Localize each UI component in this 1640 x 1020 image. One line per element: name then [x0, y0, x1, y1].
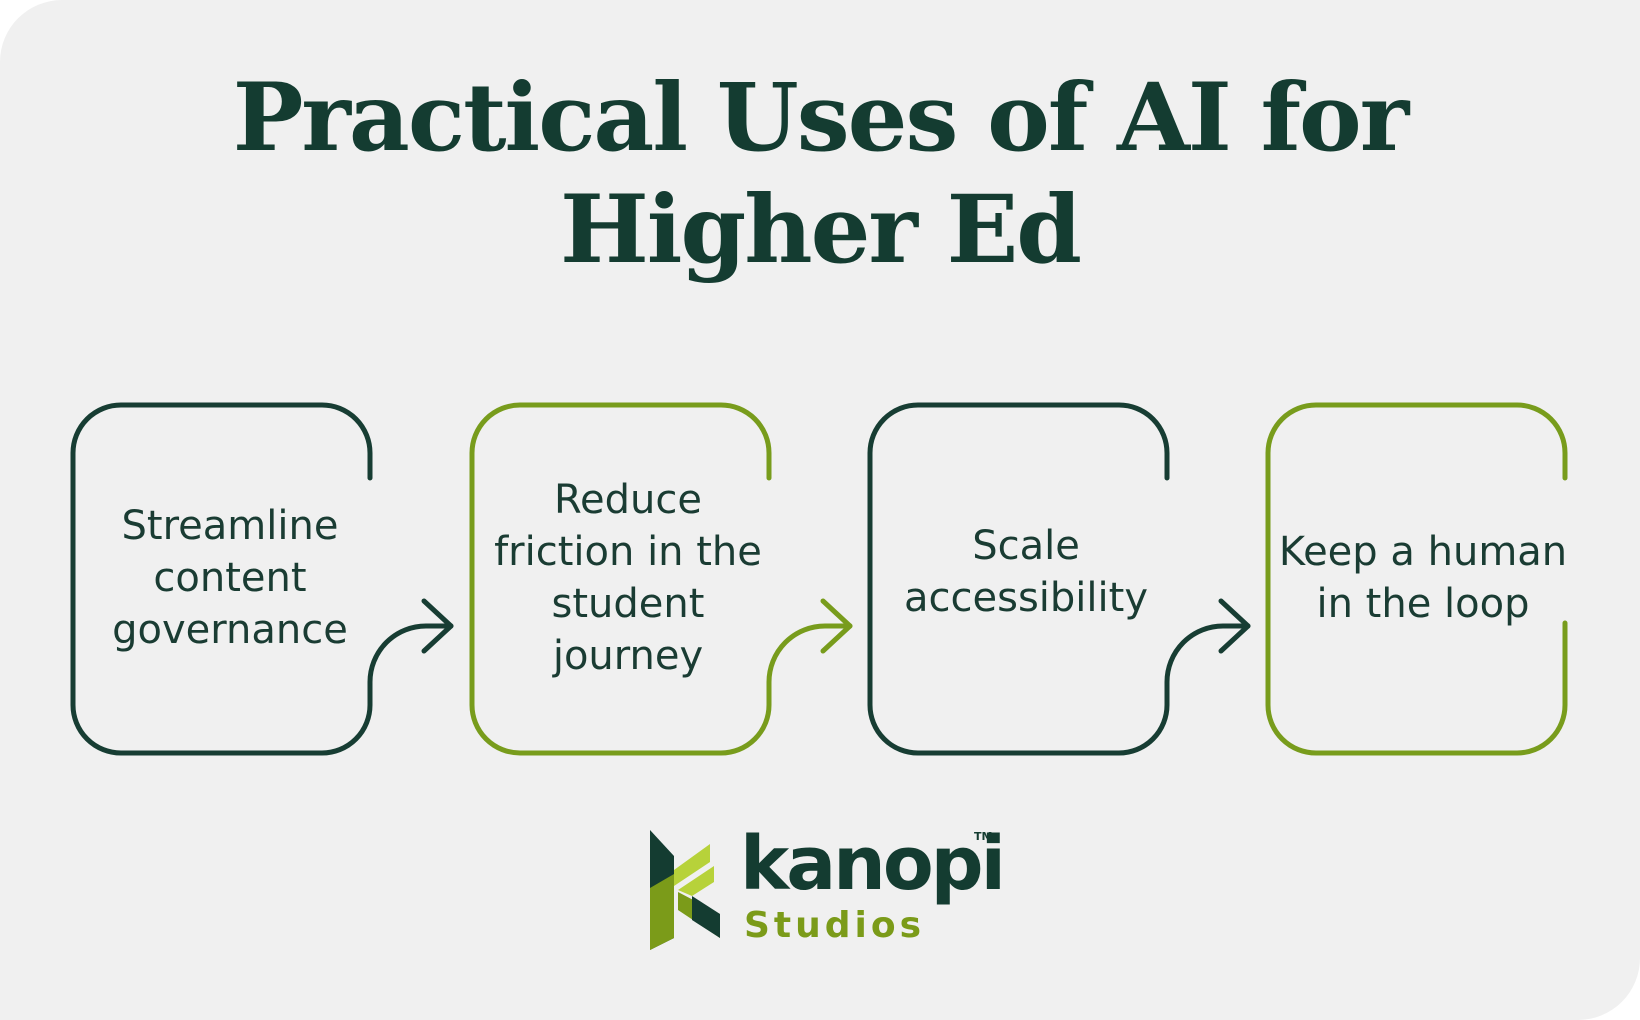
step-3-box [867, 402, 1170, 756]
step-2-box [469, 402, 772, 756]
step-4-box [1265, 402, 1568, 756]
step-1-label: Streamline content governance [112, 503, 348, 653]
page-title: Practical Uses of AI for Higher Ed [120, 62, 1520, 286]
logo-trademark: TM [974, 830, 993, 843]
step-3-label: Scale accessibility [904, 523, 1148, 621]
connector-3-arrow-icon [1164, 598, 1251, 686]
logo-subtitle: Studios [744, 905, 926, 946]
step-2-label: Reduce friction in the student journey [494, 477, 762, 679]
title-line-2: Higher Ed [559, 175, 1082, 285]
connector-2-arrow-icon [766, 598, 853, 686]
logo-name: kanopi [740, 821, 1006, 907]
connector-1-arrow-icon [367, 598, 454, 686]
step-1-box [70, 402, 373, 756]
kanopi-k-mark-icon [650, 830, 720, 950]
step-4-label: Keep a human in the loop [1278, 529, 1568, 627]
kanopi-logo: kanopi Studios TM [648, 824, 1006, 950]
title-line-1: Practical Uses of AI for [232, 63, 1410, 173]
